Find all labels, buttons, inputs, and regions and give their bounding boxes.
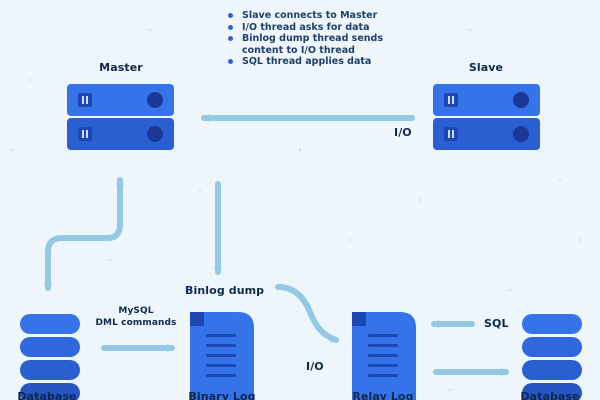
step-text: SQL thread applies data <box>242 56 372 67</box>
database-right-icon <box>522 314 582 400</box>
master-label: Master <box>99 61 143 74</box>
sql-label: SQL <box>484 317 509 330</box>
slave-label: Slave <box>468 61 504 74</box>
slave-led-top <box>513 92 529 108</box>
arrow-binlog-to-relay <box>275 284 339 343</box>
database-right-label: Database <box>520 390 580 400</box>
io-bottom-label: I/O <box>306 360 324 373</box>
dml-commands-label: DML commands <box>95 318 177 328</box>
binary-log-label: Binary Log <box>188 390 256 400</box>
database-left-label: Database <box>17 390 77 400</box>
bullet-icon <box>228 59 233 64</box>
step-text: Slave connects to Master <box>242 10 378 21</box>
step-item: SQL thread applies data <box>226 56 402 68</box>
relay-log-label: Relay Log <box>352 390 414 400</box>
arrow-database-master <box>45 177 124 287</box>
master-server <box>67 84 174 150</box>
arrows <box>44 114 509 376</box>
binary-log-document-icon <box>190 312 254 400</box>
slave-led-bottom <box>513 126 529 142</box>
master-led-bottom <box>147 126 163 142</box>
io-top-label: I/O <box>394 126 412 139</box>
step-text: Binlog dump thread sends content to I/O … <box>242 33 383 56</box>
relay-log-document-icon <box>352 312 416 400</box>
bullet-icon <box>228 13 233 18</box>
slave-server <box>433 84 540 150</box>
mysql-label: MySQL <box>118 306 154 316</box>
background-stars <box>11 29 581 391</box>
step-item: Slave connects to Master <box>226 10 402 22</box>
step-item: Binlog dump thread sends content to I/O … <box>226 33 402 56</box>
master-led-top <box>147 92 163 108</box>
steps-list: Slave connects to Master I/O thread asks… <box>226 10 402 68</box>
step-item: I/O thread asks for data <box>226 22 402 34</box>
bullet-icon <box>228 36 233 41</box>
step-text: I/O thread asks for data <box>242 21 370 33</box>
binlog-dump-label: Binlog dump <box>185 284 265 297</box>
bullet-icon <box>228 24 233 30</box>
database-left-icon <box>20 314 80 400</box>
